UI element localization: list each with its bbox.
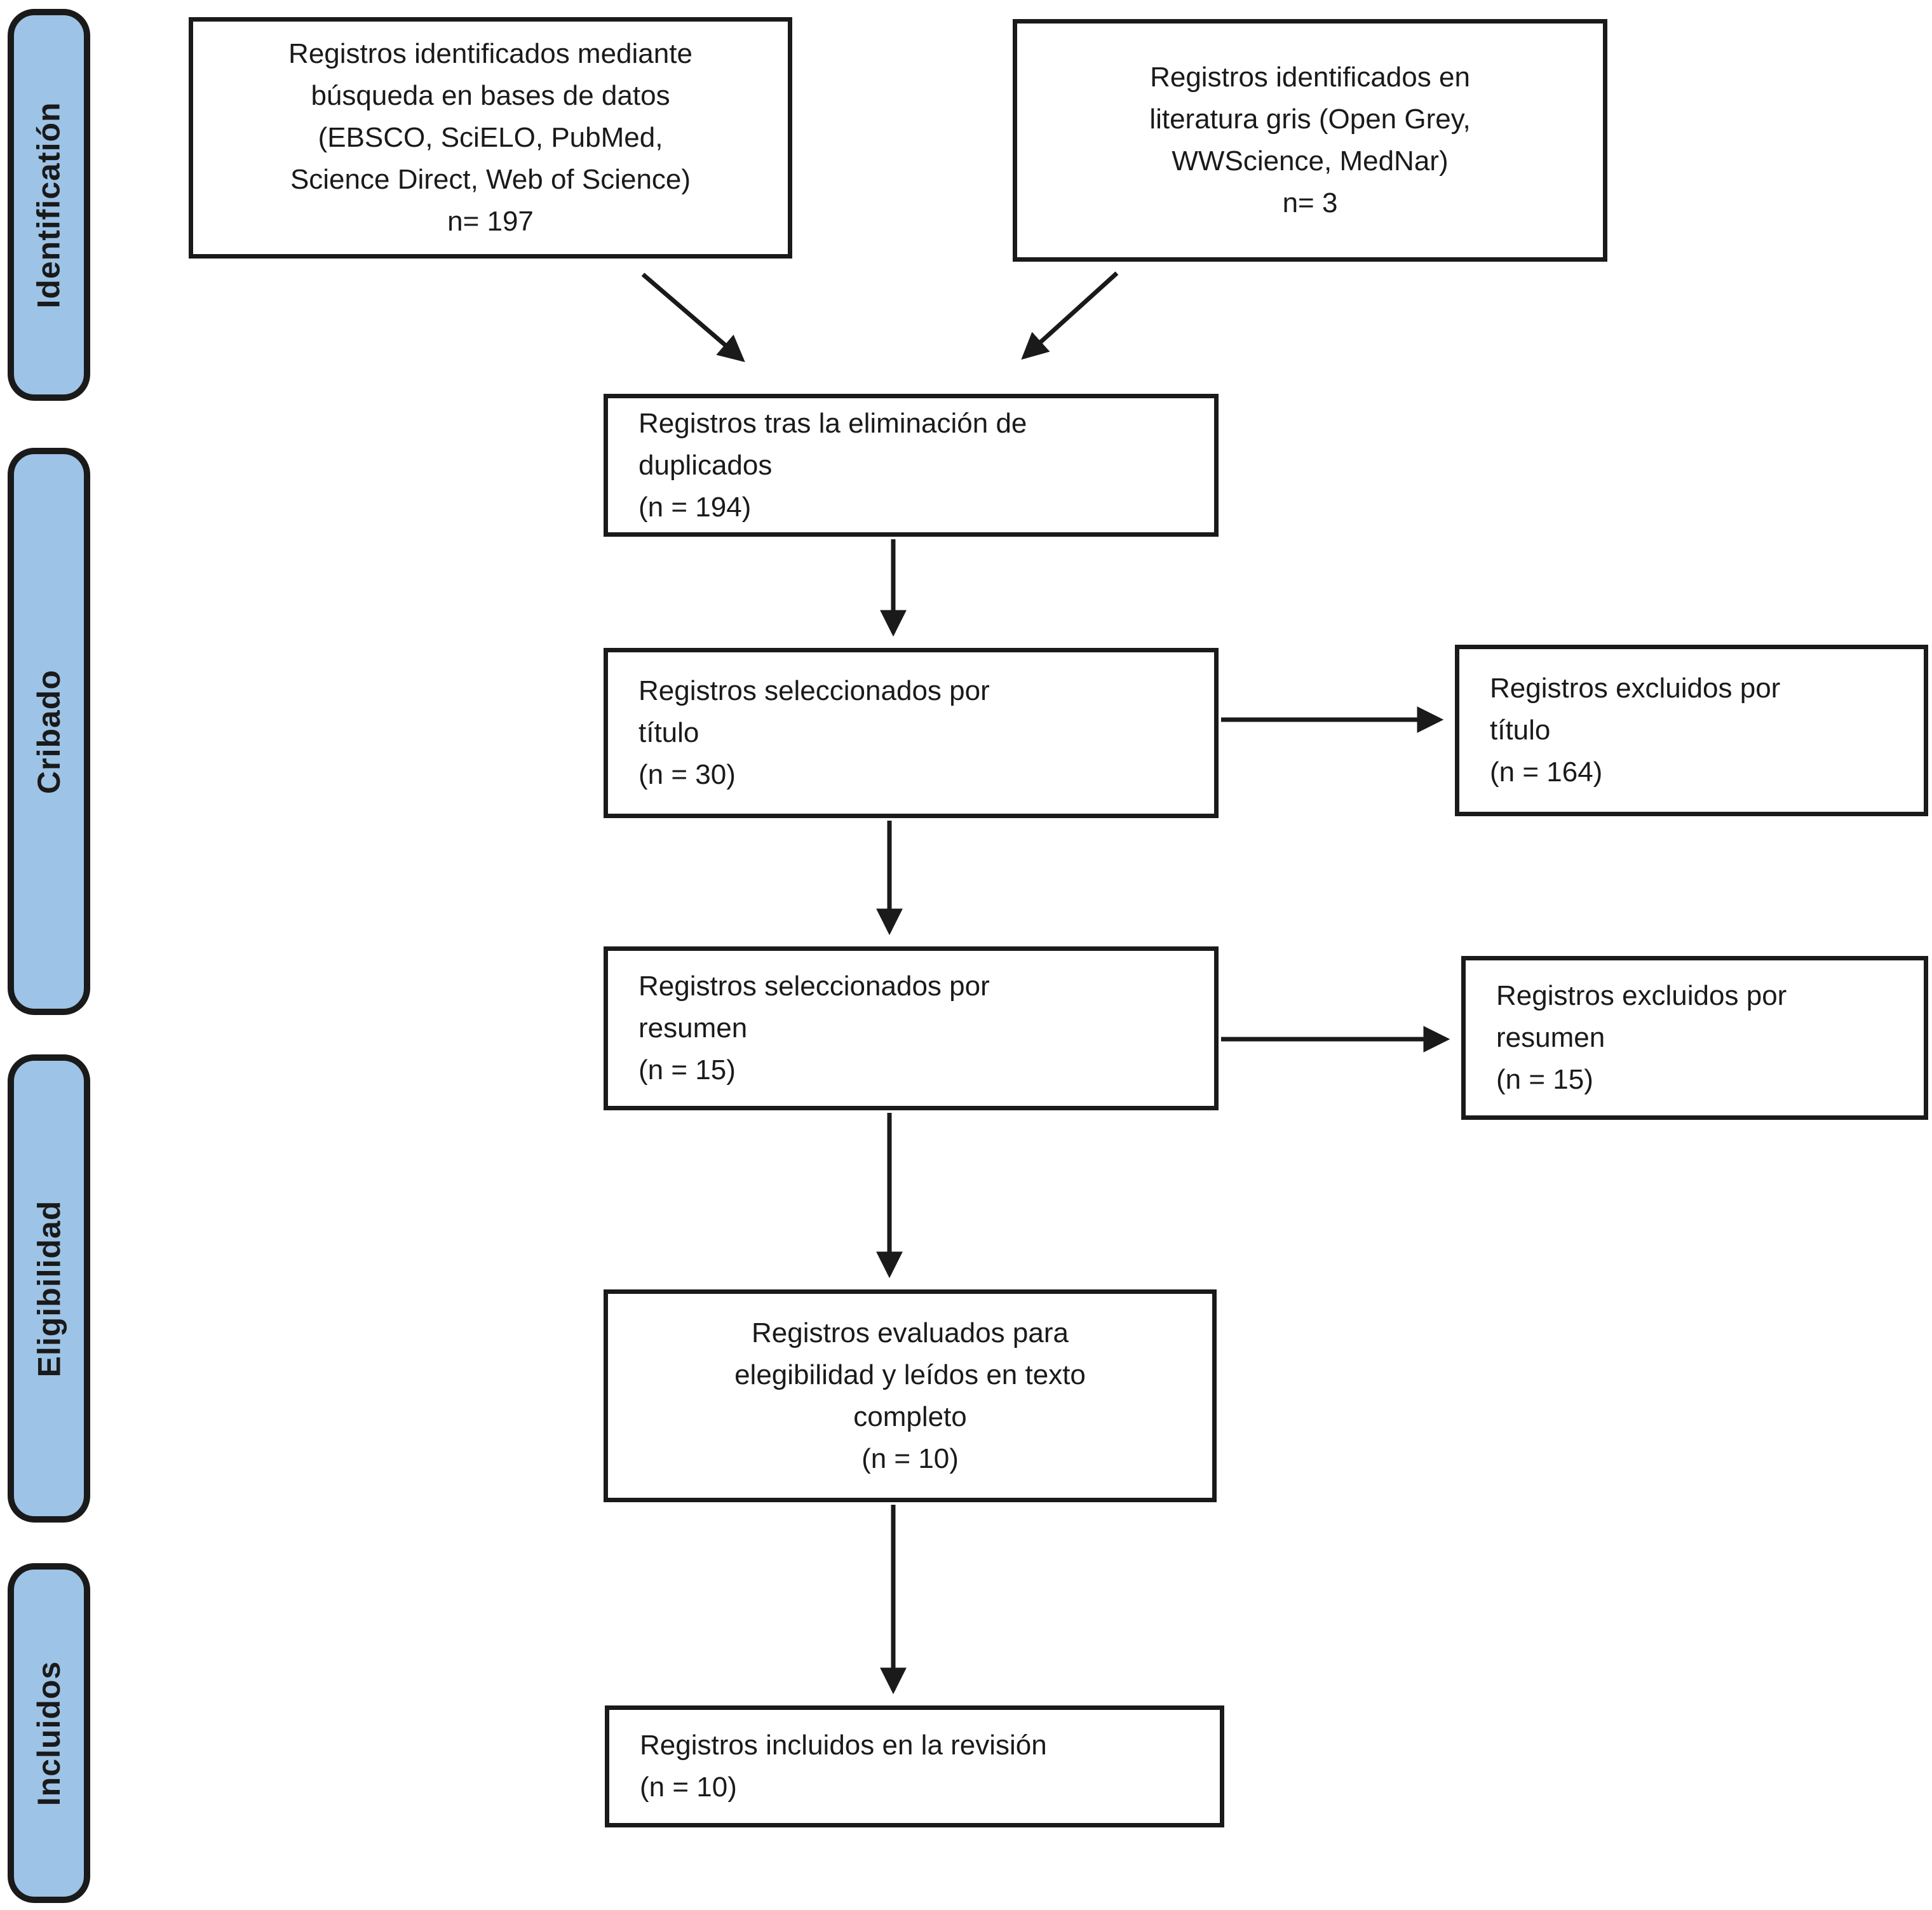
- box-records-screened-by-title: Registros seleccionados por título (n = …: [604, 648, 1219, 818]
- arrow-databases-to-dedup: [641, 272, 745, 363]
- box-text-line: Registros tras la eliminación de: [638, 407, 1027, 439]
- box-text-line: resumen: [1496, 1022, 1605, 1053]
- stage-eligibility: Eligibilidad: [8, 1054, 90, 1523]
- box-text-line: (n = 194): [638, 491, 752, 523]
- box-text-line: Registros seleccionados por: [638, 971, 990, 1002]
- box-records-included-review: Registros incluidos en la revisión (n = …: [605, 1705, 1224, 1827]
- box-text-line: (n = 164): [1490, 757, 1603, 788]
- box-records-after-duplicates-removed: Registros tras la eliminación de duplica…: [604, 394, 1219, 537]
- box-text-line: Registros identificados mediante: [288, 38, 692, 69]
- stage-eligibility-label: Eligibilidad: [31, 1200, 67, 1377]
- box-text-line: (n = 15): [638, 1054, 736, 1086]
- stage-included-label: Incluidos: [31, 1660, 67, 1806]
- box-text-line: duplicados: [638, 449, 773, 481]
- box-text-line: n= 3: [1282, 187, 1338, 219]
- stage-screening: Cribado: [8, 448, 90, 1015]
- box-text-line: Registros evaluados para: [752, 1317, 1069, 1348]
- box-text-line: Registros incluidos en la revisión: [640, 1730, 1047, 1761]
- box-text-line: elegibilidad y leídos en texto: [734, 1359, 1086, 1390]
- box-records-screened-by-abstract: Registros seleccionados por resumen (n =…: [604, 946, 1219, 1110]
- box-text-line: Science Direct, Web of Science): [290, 164, 691, 195]
- box-text-line: Registros seleccionados por: [638, 675, 990, 706]
- box-text-line: (n = 30): [638, 759, 736, 790]
- stage-screening-label: Cribado: [31, 669, 67, 794]
- box-text-line: (n = 15): [1496, 1064, 1593, 1095]
- stage-included: Incluidos: [8, 1563, 90, 1903]
- box-text-line: Registros excluidos por: [1490, 673, 1781, 704]
- stage-identification-label: Identificatión: [31, 101, 67, 309]
- box-text-line: resumen: [638, 1012, 748, 1044]
- box-text-line: (EBSCO, SciELO, PubMed,: [318, 122, 663, 153]
- box-text-line: literatura gris (Open Grey,: [1149, 104, 1471, 135]
- box-text-line: Registros excluidos por: [1496, 980, 1787, 1011]
- stage-identification: Identificatión: [8, 9, 90, 401]
- box-text-line: Registros identificados en: [1150, 62, 1470, 93]
- box-text-line: (n = 10): [640, 1772, 737, 1803]
- arrow-grey-to-dedup: [1021, 271, 1119, 360]
- box-text-line: búsqueda en bases de datos: [311, 80, 670, 111]
- box-text-line: título: [638, 717, 699, 748]
- box-records-identified-databases: Registros identificados mediante búsqued…: [189, 17, 792, 259]
- box-records-identified-grey-literature: Registros identificados en literatura gr…: [1013, 19, 1607, 262]
- box-text-line: WWScience, MedNar): [1172, 145, 1449, 177]
- box-text-line: completo: [853, 1401, 967, 1432]
- box-text-line: (n = 10): [861, 1443, 959, 1474]
- box-records-assessed-fulltext: Registros evaluados para elegibilidad y …: [604, 1289, 1217, 1502]
- box-records-excluded-by-title: Registros excluidos por título (n = 164): [1455, 645, 1928, 816]
- box-records-excluded-by-abstract: Registros excluidos por resumen (n = 15): [1461, 956, 1928, 1120]
- box-text-line: n= 197: [447, 206, 534, 237]
- box-text-line: título: [1490, 715, 1551, 746]
